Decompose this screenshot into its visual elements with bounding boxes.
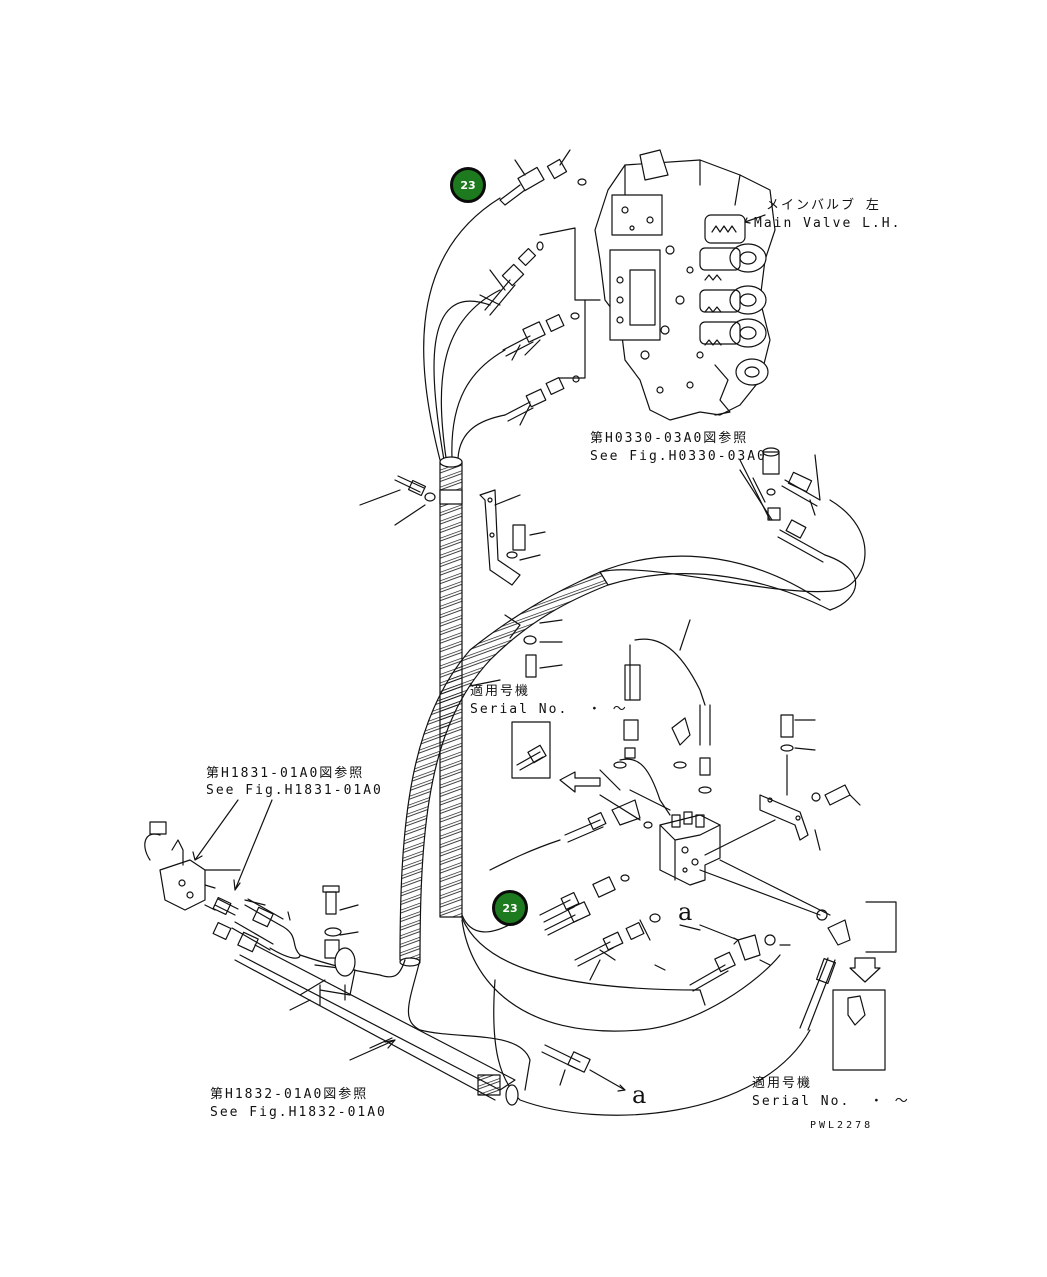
main-valve-assembly xyxy=(594,149,776,421)
bracket-upper xyxy=(359,475,546,586)
marker-a-middle: a xyxy=(678,898,693,926)
part-callout-23-upper[interactable]: 23 xyxy=(450,167,486,203)
main-valve-label-en: Main Valve L.H. xyxy=(754,216,902,231)
clamp-bolts-middle xyxy=(504,614,563,678)
marker-a-lower: a xyxy=(632,1081,647,1109)
serial-label-en-lower: Serial No. ・ ～ xyxy=(752,1094,910,1109)
lower-middle-fittings xyxy=(539,874,791,1092)
hose-lower-runs xyxy=(299,914,811,1116)
ref-h1832-label-en: See Fig.H1832-01A0 xyxy=(210,1105,387,1120)
ref-h1831-label-en: See Fig.H1831-01A0 xyxy=(206,783,383,798)
solenoid-stack xyxy=(699,214,769,386)
serial-box-upper xyxy=(511,721,601,793)
serial-label-en-upper: Serial No. ・ ～ xyxy=(470,702,628,717)
valve-fittings-upper xyxy=(479,149,601,426)
ref-h0330-label-en: See Fig.H0330-03A0 xyxy=(590,449,767,464)
lower-pipe-assembly xyxy=(234,885,519,1106)
drawing-code: PWL2278 xyxy=(810,1120,874,1131)
ref-h1831-label-jp: 第H1831-01A0図参照 xyxy=(206,766,365,781)
serial-label-jp-upper: 適用号機 xyxy=(470,684,531,699)
ref-h0330-label-jp: 第H0330-03A0図参照 xyxy=(590,431,749,446)
left-valve-block xyxy=(144,799,301,959)
bracket-right-middle xyxy=(759,714,861,851)
hose-bundle-upper xyxy=(423,197,506,461)
serial-box-right xyxy=(699,869,897,1071)
diagonal-spiral-sleeve xyxy=(399,555,831,967)
ref-h1832-label-jp: 第H1832-01A0図参照 xyxy=(210,1087,369,1102)
main-valve-label-jp: メインバルブ 左 xyxy=(766,198,881,213)
part-callout-23-lower[interactable]: 23 xyxy=(492,890,528,926)
fittings-h0330 xyxy=(599,447,866,611)
middle-control-block xyxy=(489,638,831,916)
serial-label-jp-lower: 適用号機 xyxy=(752,1076,813,1091)
